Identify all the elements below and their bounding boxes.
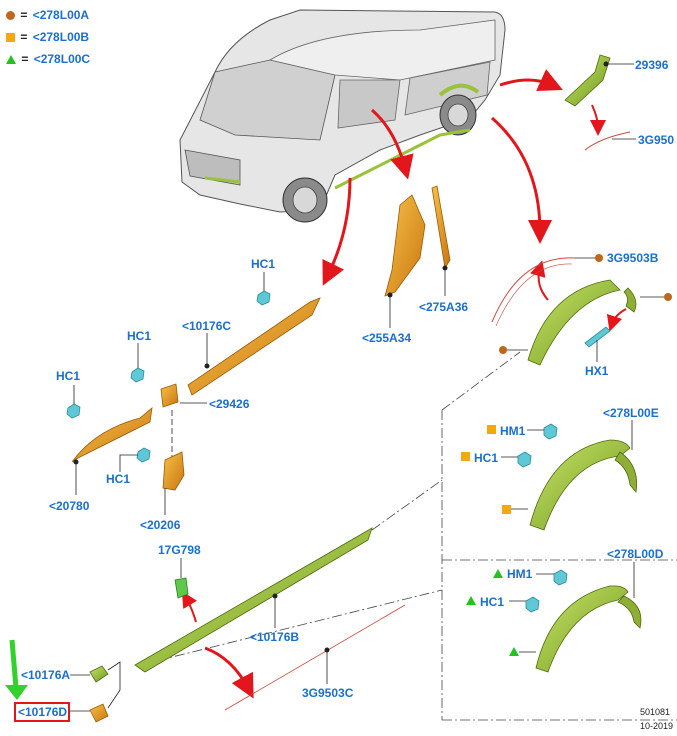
clip-hm1-sq[interactable] [527, 423, 558, 440]
label-hc1-top[interactable]: HC1 [251, 257, 276, 271]
legend-code-c[interactable]: <278L00C [33, 52, 91, 66]
legend-triangle-row: = <278L00C [6, 52, 90, 66]
triangle-marker-icon [6, 55, 16, 65]
part-10176c[interactable] [187, 297, 321, 396]
legend-equals: = [20, 8, 28, 22]
part-3g9503b[interactable] [491, 254, 603, 327]
red-callout-arrows [181, 69, 627, 699]
part-3g9503c[interactable] [224, 604, 406, 711]
legend-square-row: = <278L00B [6, 30, 89, 44]
wheel-arch-low[interactable] [535, 562, 642, 673]
label-hc1-b[interactable]: HC1 [56, 369, 81, 383]
part-10176d[interactable] [70, 703, 109, 723]
part-10176a[interactable] [70, 661, 121, 709]
label-275a36[interactable]: <275A36 [419, 300, 469, 314]
part-hx1[interactable] [584, 326, 611, 362]
label-29426[interactable]: <29426 [209, 397, 250, 411]
clip-hc1-tri[interactable] [509, 596, 540, 613]
label-29396[interactable]: 29396 [635, 58, 669, 72]
label-hc1-triangle[interactable]: HC1 [480, 595, 505, 609]
triangle-markers [466, 569, 536, 656]
part-3g950[interactable] [584, 131, 636, 151]
clip-hc1-top[interactable] [256, 272, 271, 306]
legend-code-a[interactable]: <278L00A [32, 8, 90, 22]
legend-circle-row: = <278L00A [6, 8, 89, 22]
label-255a34[interactable]: <255A34 [362, 331, 412, 345]
wheel-arch-upper[interactable] [499, 279, 672, 366]
legend-equals: = [20, 30, 28, 44]
label-10176a[interactable]: <10176A [21, 668, 71, 682]
reference-number: 501081 [640, 707, 671, 717]
label-hc1-square[interactable]: HC1 [474, 451, 499, 465]
part-275a36[interactable] [431, 185, 451, 296]
part-29396[interactable] [564, 54, 634, 107]
clip-hc1-sq[interactable] [501, 451, 532, 468]
label-hm1-triangle[interactable]: HM1 [507, 567, 533, 581]
clip-hc1-b[interactable] [66, 385, 81, 419]
clip-hc1-c[interactable] [119, 447, 151, 472]
label-10176c[interactable]: <10176C [182, 319, 232, 333]
clip-hc1-a[interactable] [130, 343, 145, 383]
label-10176d[interactable]: <10176D [18, 705, 68, 719]
label-hc1-a[interactable]: HC1 [127, 329, 152, 343]
part-17g798[interactable] [174, 558, 189, 599]
label-hx1[interactable]: HX1 [585, 364, 609, 378]
square-markers [461, 425, 528, 514]
van-illustration [179, 9, 506, 223]
part-10176b[interactable] [134, 527, 373, 673]
wheel-arch-mid[interactable] [529, 420, 638, 531]
part-20780[interactable] [71, 407, 153, 495]
label-3g950[interactable]: 3G950 [638, 133, 675, 147]
leader-lines [139, 351, 677, 721]
part-29426[interactable] [160, 383, 207, 460]
part-20206[interactable] [162, 451, 185, 515]
label-3g9503b[interactable]: 3G9503B [607, 251, 659, 265]
legend-code-b[interactable]: <278L00B [32, 30, 90, 44]
selected-part-highlight[interactable]: <10176D [14, 702, 70, 722]
circle-marker-icon [6, 11, 15, 21]
square-marker-icon [6, 33, 15, 43]
label-hm1-square[interactable]: HM1 [500, 424, 526, 438]
clip-hm1-tri[interactable] [536, 569, 568, 586]
label-10176b[interactable]: <10176B [250, 630, 300, 644]
label-hc1-c[interactable]: HC1 [106, 472, 131, 486]
reference-date: 10-2019 [640, 721, 674, 731]
label-20780[interactable]: <20780 [49, 499, 90, 513]
highlight-arrow-icon [5, 639, 28, 700]
label-20206[interactable]: <20206 [140, 518, 181, 532]
label-278l00d[interactable]: <278L00D [607, 547, 664, 561]
label-3g9503c[interactable]: 3G9503C [302, 686, 354, 700]
label-278l00e[interactable]: <278L00E [603, 406, 659, 420]
legend-equals: = [21, 52, 29, 66]
label-17g798[interactable]: 17G798 [158, 543, 201, 557]
part-255a34[interactable] [384, 194, 426, 328]
